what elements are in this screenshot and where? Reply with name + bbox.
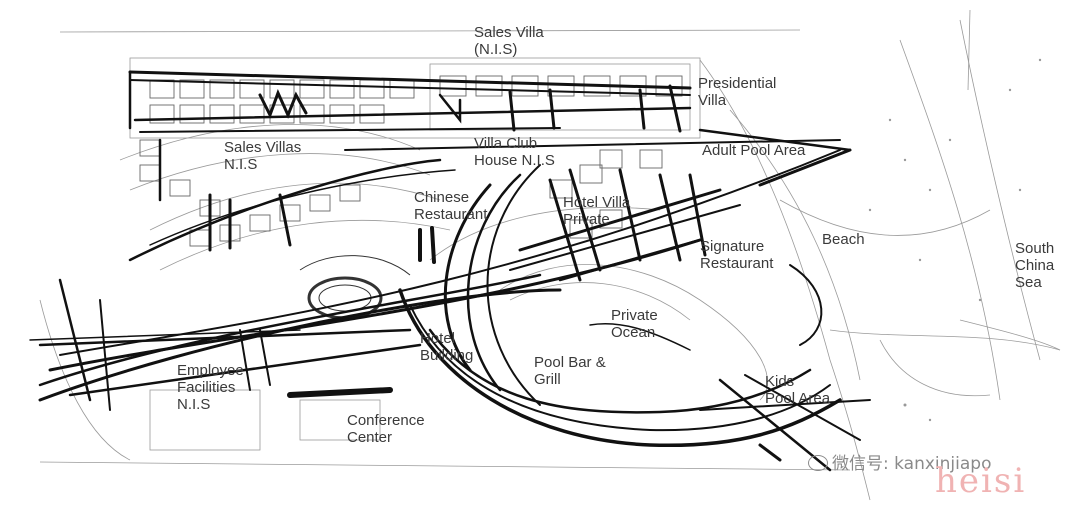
wechat-icon: [808, 455, 828, 471]
wechat-watermark: 微信号: kanxinjiapo: [808, 449, 991, 474]
site-plan-linework: [39, 9, 1061, 501]
villa-row-blocks: [139, 75, 683, 247]
beach-texture: [868, 58, 1042, 422]
marker-strokes: [29, 70, 871, 472]
label-pool-bar-grill: Pool Bar &Grill: [534, 354, 606, 388]
label-adult-pool-area: Adult Pool Area: [702, 142, 806, 159]
label-sales-villa: Sales Villa(N.I.S): [474, 24, 544, 58]
label-beach: Beach: [822, 231, 865, 248]
heisi-watermark: heisi: [935, 461, 1027, 501]
